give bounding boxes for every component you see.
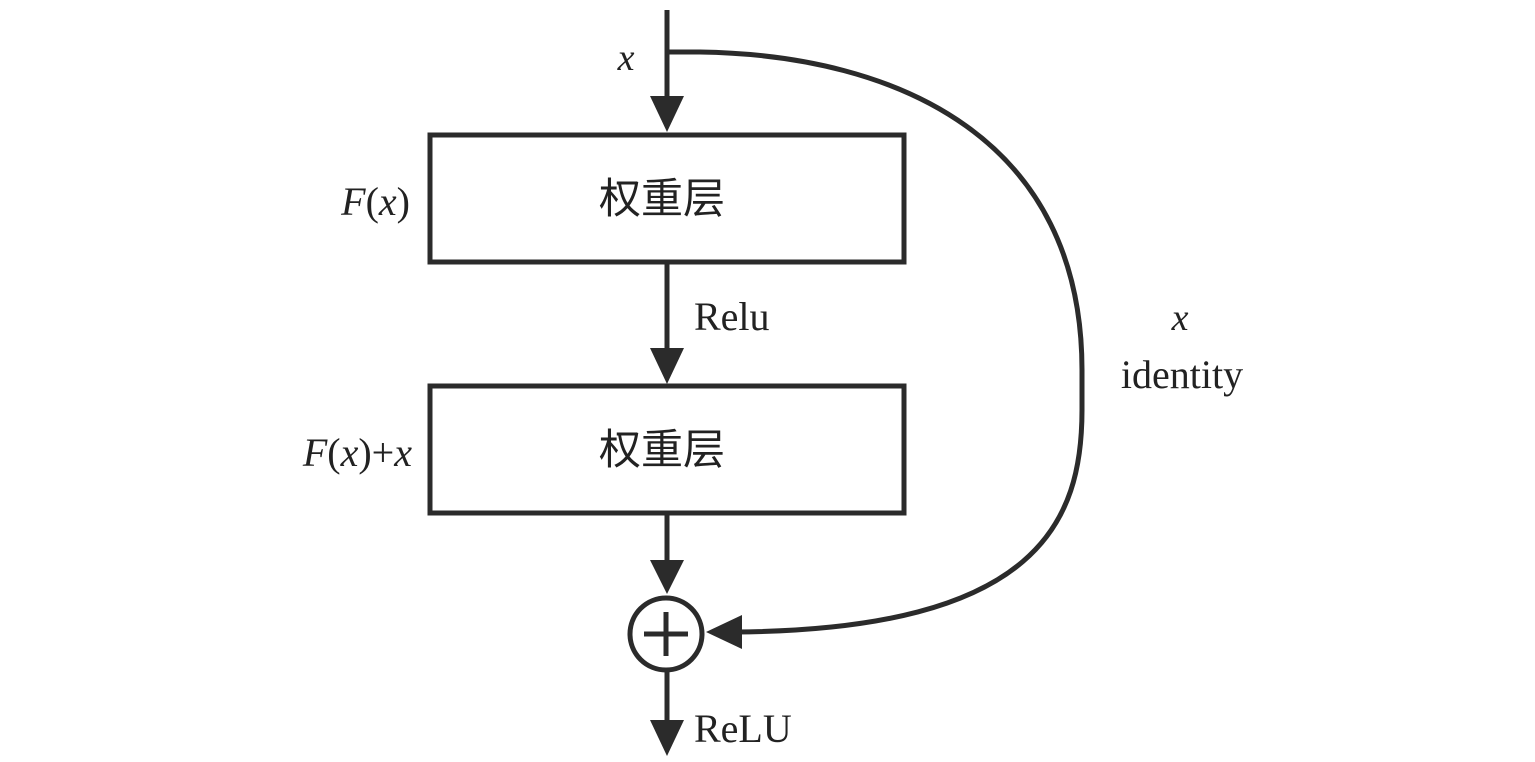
output-label: ReLU (694, 706, 792, 751)
layer2-label-var2: x (393, 430, 412, 475)
skip-connection-path (667, 49, 1085, 635)
skip-connection-name-label: identity (1121, 352, 1243, 397)
layer2-label-fn: F (302, 430, 328, 475)
weight-layer-2-text: 权重层 (599, 425, 725, 474)
layer1-label-fn: F (340, 179, 366, 224)
layer2-side-label: F(x)+x (302, 430, 412, 475)
layer1-label-open: ( (366, 179, 379, 224)
input-arrowhead (650, 96, 684, 132)
layer2-label-open: ( (327, 430, 340, 475)
weight-layer-1-text: 权重层 (599, 174, 725, 223)
layer1-label-close: ) (397, 179, 410, 224)
layer1-label-var: x (378, 179, 397, 224)
weight-layer-box-2 (427, 383, 907, 516)
input-label: x (617, 37, 635, 79)
layer2-label-close: )+ (358, 430, 394, 475)
layer1-side-label: F(x) (340, 179, 410, 224)
skip-connection-arrowhead (706, 615, 742, 649)
relu-arrowhead (650, 348, 684, 384)
output-arrowhead (650, 720, 684, 756)
skip-connection-var-label: x (1171, 297, 1189, 339)
layer2-label-var: x (340, 430, 359, 475)
adder-input-arrowhead (650, 560, 684, 594)
weight-layer-box-1 (427, 132, 907, 265)
activation-label: Relu (694, 294, 770, 339)
